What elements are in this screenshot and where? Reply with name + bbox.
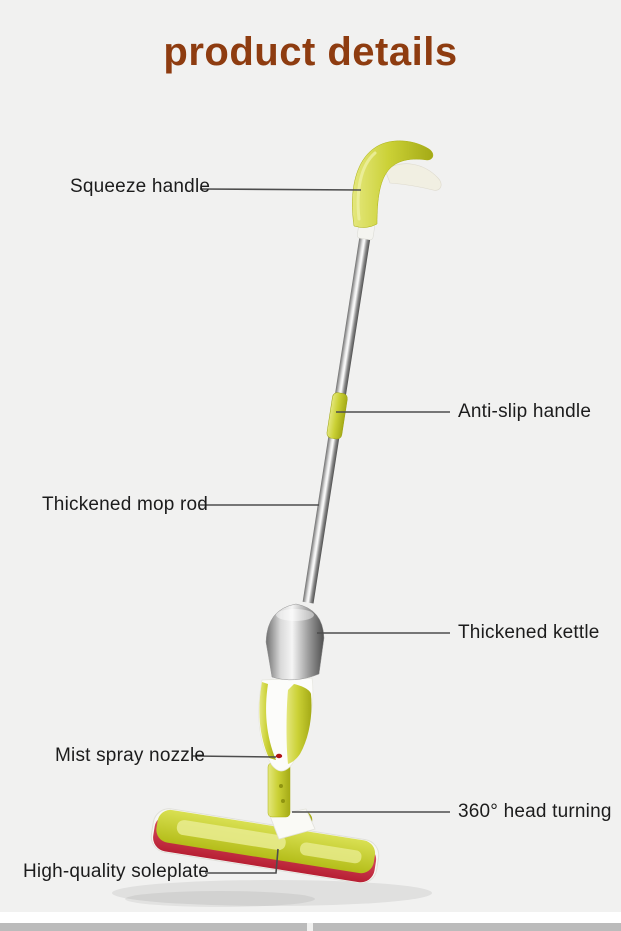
label-thickened-mop-rod: Thickened mop rod (42, 494, 209, 515)
label-squeeze-handle: Squeeze handle (70, 176, 211, 197)
mop-rod (302, 212, 377, 604)
leader-soleplate (205, 848, 279, 874)
soleplate (150, 808, 380, 884)
anti-slip-band (326, 392, 348, 440)
mist-spray-nozzle-dot (275, 753, 283, 759)
mop-neck (267, 762, 291, 818)
kettle-cap (265, 603, 325, 681)
squeeze-handle (352, 140, 434, 228)
label-head-turning: 360° head turning (458, 801, 612, 822)
label-mist-spray-nozzle: Mist spray nozzle (55, 745, 206, 766)
soleplate-recess-left (176, 820, 286, 851)
label-anti-slip-handle: Anti-slip handle (458, 401, 592, 422)
floor-shadow (112, 880, 432, 907)
spray-bottle (258, 677, 314, 772)
leader-squeeze-handle (199, 188, 362, 191)
label-soleplate: High-quality soleplate (23, 861, 210, 882)
leader-lines (191, 188, 450, 874)
section-divider (0, 912, 621, 923)
label-thickened-kettle: Thickened kettle (458, 622, 600, 643)
next-section-card-right (313, 923, 621, 931)
leader-mist-spray-nozzle (191, 755, 277, 758)
next-section-card-left (0, 923, 307, 931)
soleplate-recess-right (299, 842, 362, 864)
trigger-lever (384, 163, 442, 191)
page-title: product details (163, 30, 458, 74)
